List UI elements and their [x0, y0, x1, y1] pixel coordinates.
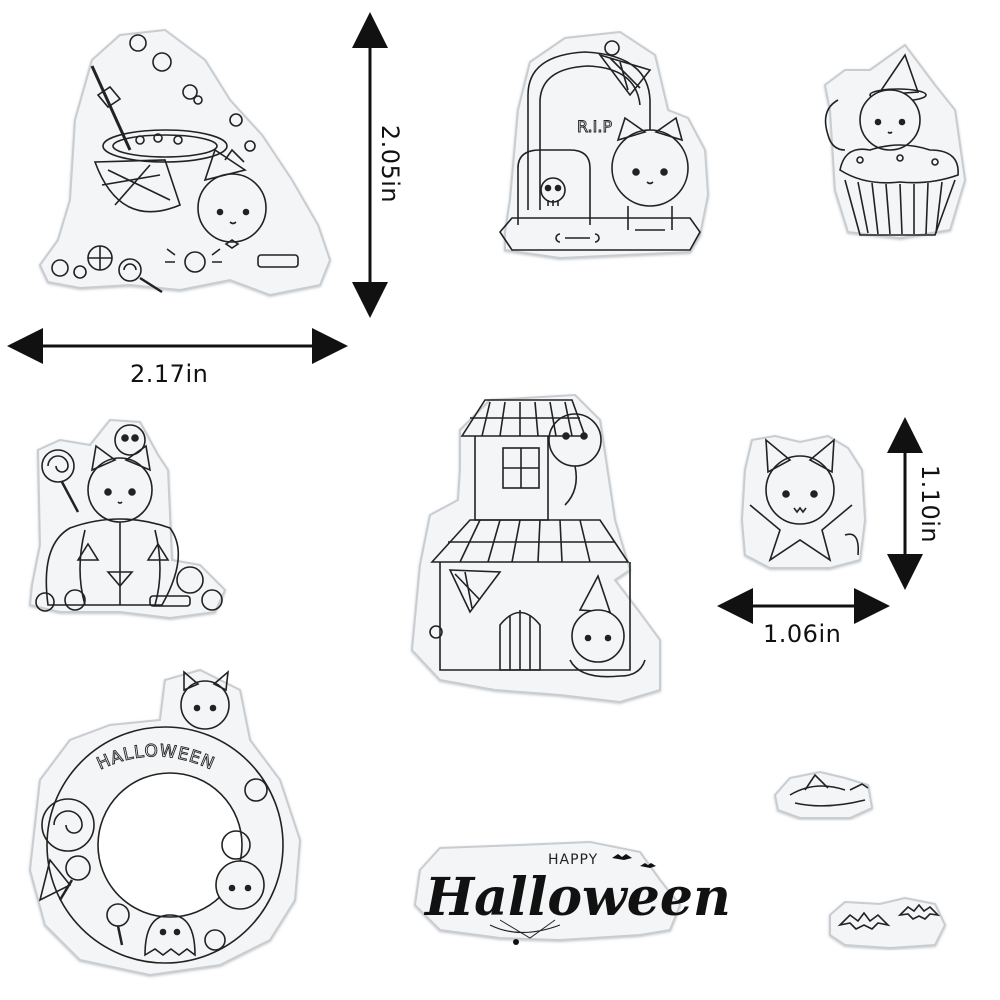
stamp-halloween-wreath: HALLOWEEN [28, 668, 302, 977]
small-height-label: 1.10in [916, 464, 944, 544]
halloween-script-text: Halloween [423, 867, 731, 928]
stamp-witch-cauldron-cat [38, 28, 332, 297]
stamp-haunted-house-cat [410, 393, 661, 704]
stamp-witch-hat-broom [773, 770, 874, 819]
stamp-happy-halloween: HAPPY Halloween [413, 840, 731, 945]
large-height-label: 2.05in [376, 124, 404, 204]
large-width-label: 2.17in [130, 360, 209, 388]
stamp-witch-cat-cupcake [823, 43, 967, 240]
happy-text: HAPPY [548, 852, 598, 868]
stamp-rip-tombstone-cat: R.I.P [498, 30, 710, 260]
stamp-bats [829, 896, 947, 950]
stamp-vampire-cat [740, 434, 867, 569]
small-width-label: 1.06in [763, 620, 842, 648]
rip-text: R.I.P [577, 117, 612, 136]
stamp-pumpkin-cat-skull [28, 418, 227, 620]
